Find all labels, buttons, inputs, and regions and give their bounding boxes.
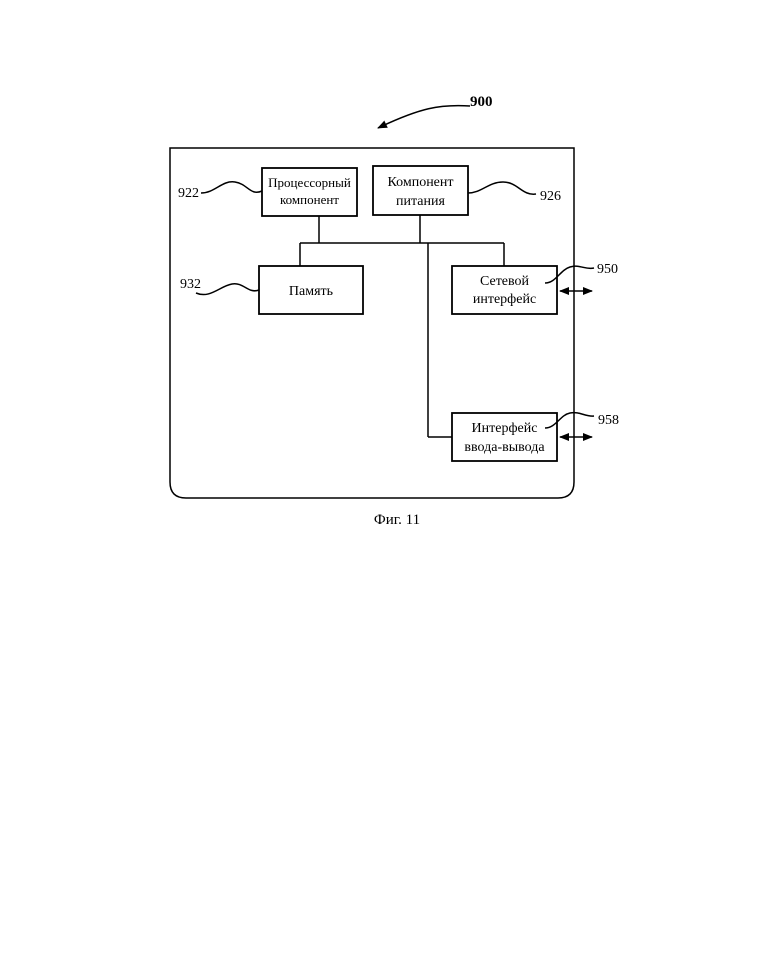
- processor-ref-label: 922: [178, 186, 199, 201]
- io-interface-block: Интерфейс ввода-вывода: [452, 413, 557, 461]
- memory-ref-leader: [196, 284, 259, 295]
- power-label-line2: питания: [396, 194, 445, 209]
- memory-ref-label: 932: [180, 277, 201, 292]
- power-ref-label: 926: [540, 189, 561, 204]
- power-ref-leader: [468, 182, 536, 194]
- network-label-line1: Сетевой: [480, 274, 530, 289]
- network-ref-label: 950: [597, 262, 618, 277]
- processor-label-line2: компонент: [280, 192, 339, 207]
- io-label-line1: Интерфейс: [472, 421, 538, 436]
- figure-caption: Фиг. 11: [374, 512, 420, 528]
- io-ref-label: 958: [598, 413, 619, 428]
- io-label-line2: ввода-вывода: [464, 440, 545, 455]
- device-ref-leader-arrow: [378, 106, 470, 128]
- network-label-line2: интерфейс: [473, 292, 536, 307]
- network-interface-block: Сетевой интерфейс: [452, 266, 557, 314]
- power-component-block: Компонент питания: [373, 166, 468, 215]
- processor-ref-leader: [201, 182, 262, 193]
- memory-label: Память: [289, 284, 333, 299]
- device-ref-label: 900: [470, 94, 493, 110]
- memory-block: Память: [259, 266, 363, 314]
- processor-component-block: Процессорный компонент: [262, 168, 357, 216]
- bus-lines: [300, 215, 504, 437]
- processor-label-line1: Процессорный: [268, 175, 351, 190]
- power-label-line1: Компонент: [387, 175, 453, 190]
